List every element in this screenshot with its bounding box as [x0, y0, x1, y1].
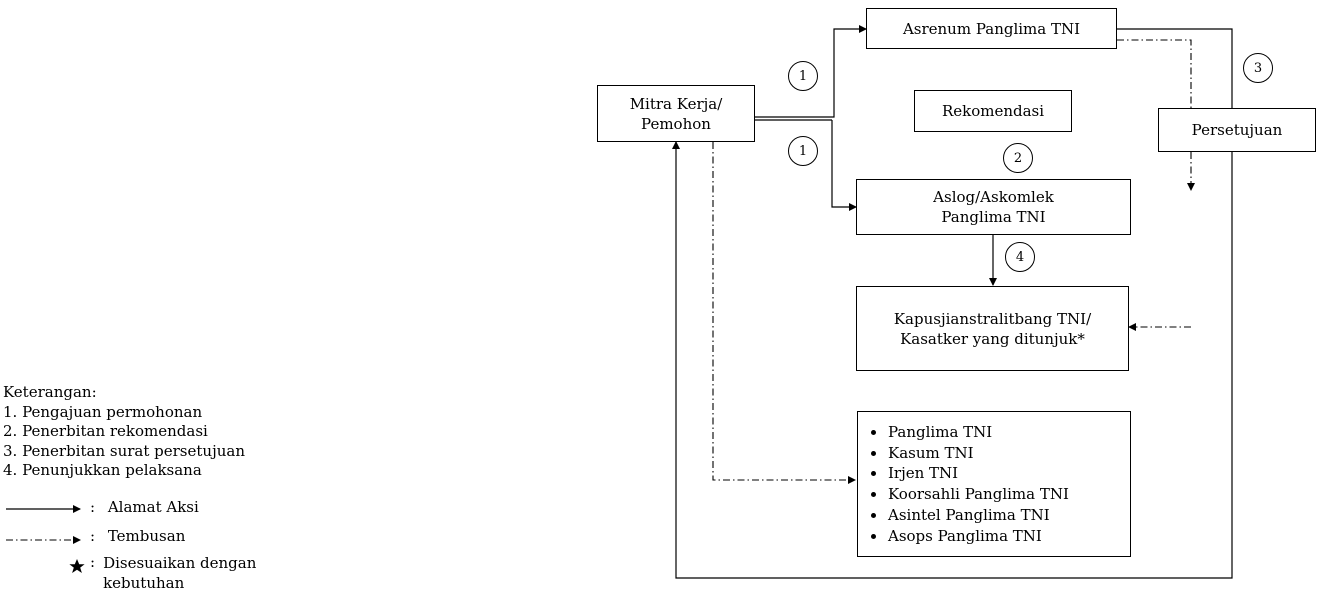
- bullet-icon: [871, 430, 876, 435]
- step-1-bottom-circle: 1: [788, 136, 818, 166]
- step-3-circle: 3: [1243, 53, 1273, 83]
- legend-key-copy: : Tembusan: [90, 527, 185, 545]
- mitra-label: Mitra Kerja/ Pemohon: [629, 94, 723, 133]
- step-1-bottom-number: 1: [798, 143, 808, 159]
- legend-key-star-label: Disesuaikan dengan kebutuhan: [103, 554, 257, 592]
- legend-step: 3. Penerbitan surat persetujuan: [3, 441, 245, 460]
- persetujuan-box: Persetujuan: [1158, 108, 1316, 152]
- legend-key-action: : Alamat Aksi: [90, 498, 199, 516]
- bullet-icon: [871, 471, 876, 477]
- bullet-icon: [871, 533, 876, 539]
- step-4-circle: 4: [1005, 242, 1035, 272]
- step-1-top-number: 1: [798, 68, 808, 84]
- legend-step: 1. Pengajuan permohonan: [3, 402, 203, 421]
- action-line-return-mitra: [672, 28, 1233, 579]
- step-3-number: 3: [1253, 60, 1263, 76]
- asrenum-label: Asrenum Panglima TNI: [902, 19, 1081, 38]
- legend-key-action-sep: :: [90, 498, 96, 516]
- recipient-label: Asintel Panglima TNI: [888, 505, 1050, 524]
- legend-heading: Keterangan:: [3, 383, 97, 401]
- recipient-item: Asintel Panglima TNI: [868, 505, 1130, 526]
- action-line-mitra-asrenum: [754, 25, 867, 121]
- rekomendasi-label: Rekomendasi: [941, 102, 1045, 120]
- recipient-item: Irjen TNI: [868, 463, 1130, 484]
- recipient-label: Panglima TNI: [888, 423, 993, 441]
- kapusjian-box: Kapusjianstralitbang TNI/ Kasatker yang …: [856, 286, 1129, 371]
- copy-line-asrenum: [1117, 39, 1195, 331]
- action-line-mitra-aslog: [831, 120, 857, 211]
- aslog-label: Aslog/Askomlek Panglima TNI: [933, 188, 1054, 226]
- mitra-box: Mitra Kerja/ Pemohon: [597, 85, 755, 142]
- bullet-icon: [871, 450, 876, 456]
- asrenum-box: Asrenum Panglima TNI: [866, 8, 1117, 49]
- copy-line-mitra-recipients: [712, 142, 856, 484]
- recipients-list: Panglima TNI Kasum TNI Irjen TNI Koorsahli …: [868, 422, 1130, 546]
- legend-step: 2. Penerbitan rekomendasi: [3, 422, 208, 441]
- persetujuan-label: Persetujuan: [1191, 121, 1283, 139]
- aslog-box: Aslog/Askomlek Panglima TNI: [856, 179, 1131, 235]
- recipient-item: Koorsahli Panglima TNI: [868, 484, 1130, 505]
- legend-key-star: : Disesuaikan dengan kebutuhan: [90, 553, 256, 593]
- recipient-label: Kasum TNI: [888, 443, 974, 462]
- legend-key-action-label: Alamat Aksi: [107, 498, 199, 516]
- legend-star-icon: [69, 559, 85, 573]
- legend-key-copy-label: Tembusan: [107, 527, 186, 545]
- recipient-label: Asops Panglima TNI: [888, 526, 1042, 545]
- step-4-number: 4: [1015, 249, 1025, 265]
- bullet-icon: [871, 492, 876, 498]
- recipient-label: Koorsahli Panglima TNI: [888, 485, 1069, 504]
- bullet-icon: [871, 512, 876, 518]
- recipient-label: Irjen TNI: [888, 464, 959, 483]
- step-1-top-circle: 1: [788, 61, 818, 91]
- kapusjian-label: Kapusjianstralitbang TNI/ Kasatker yang …: [893, 309, 1092, 348]
- step-2-circle: 2: [1003, 143, 1033, 173]
- legend-step: 4. Penunjukkan pelaksana: [3, 461, 202, 480]
- legend-key-star-sep: :: [90, 553, 96, 571]
- legend-key-copy-sep: :: [90, 527, 96, 545]
- recipient-item: Kasum TNI: [868, 443, 1130, 464]
- step-2-number: 2: [1013, 150, 1023, 166]
- recipient-item: Panglima TNI: [868, 422, 1130, 443]
- rekomendasi-box: Rekomendasi: [914, 90, 1072, 132]
- recipient-item: Asops Panglima TNI: [868, 526, 1130, 547]
- recipients-box: Panglima TNI Kasum TNI Irjen TNI Koorsahli …: [857, 411, 1131, 557]
